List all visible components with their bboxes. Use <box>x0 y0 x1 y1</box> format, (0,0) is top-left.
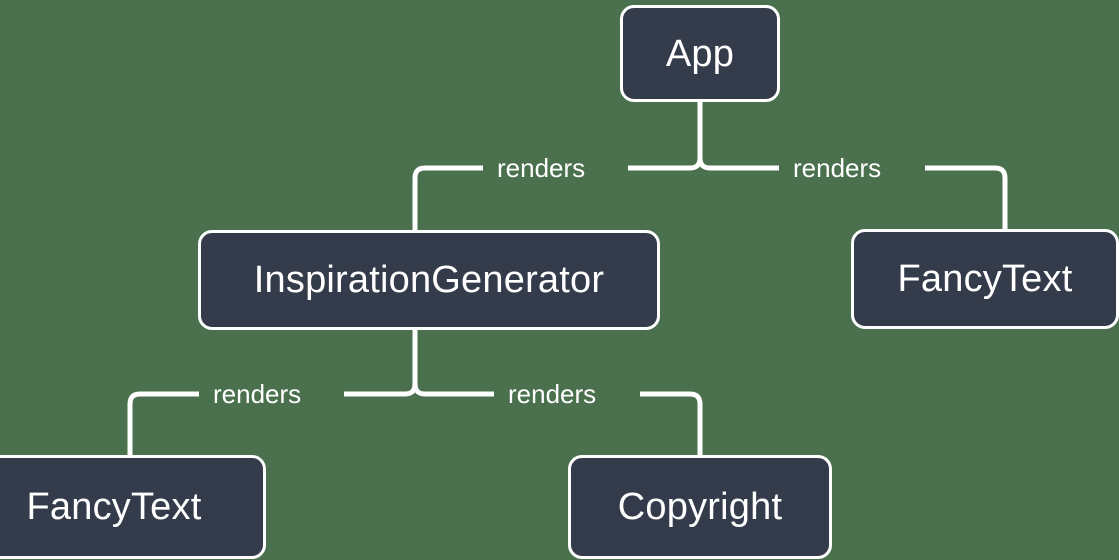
edge-app-to-fancytext-left-seg <box>697 157 779 171</box>
node-fancytext-left[interactable]: FancyText <box>0 455 266 559</box>
node-copyright[interactable]: Copyright <box>568 455 832 559</box>
node-inspirationgenerator-label: InspirationGenerator <box>253 259 605 301</box>
node-fancytext-right[interactable]: FancyText <box>851 229 1119 329</box>
edge-ig-to-fancytext-right-seg <box>344 383 418 397</box>
edge-app-to-inspirationgenerator-left-seg <box>412 165 483 230</box>
edge-app-to-inspirationgenerator-right-seg <box>628 157 703 171</box>
edge-label-app-to-fancytext: renders <box>793 153 882 183</box>
edge-ig-to-copyright-left-seg <box>412 383 494 397</box>
node-inspirationgenerator[interactable]: InspirationGenerator <box>198 230 660 330</box>
edge-label-inspirationgenerator-to-copyright: renders <box>508 379 597 409</box>
node-copyright-label: Copyright <box>617 486 783 528</box>
edge-label-app-to-inspirationgenerator: renders <box>497 153 586 183</box>
edge-label-inspirationgenerator-to-fancytext: renders <box>213 379 302 409</box>
edge-app-to-fancytext-right-seg <box>925 165 1008 229</box>
node-fancytext-right-label: FancyText <box>897 258 1073 300</box>
node-app-label: App <box>665 32 735 75</box>
edge-ig-to-fancytext-left-seg <box>127 391 199 455</box>
node-fancytext-left-label: FancyText <box>26 486 202 528</box>
node-app[interactable]: App <box>620 5 780 102</box>
edge-ig-to-copyright-right-seg <box>640 391 703 455</box>
